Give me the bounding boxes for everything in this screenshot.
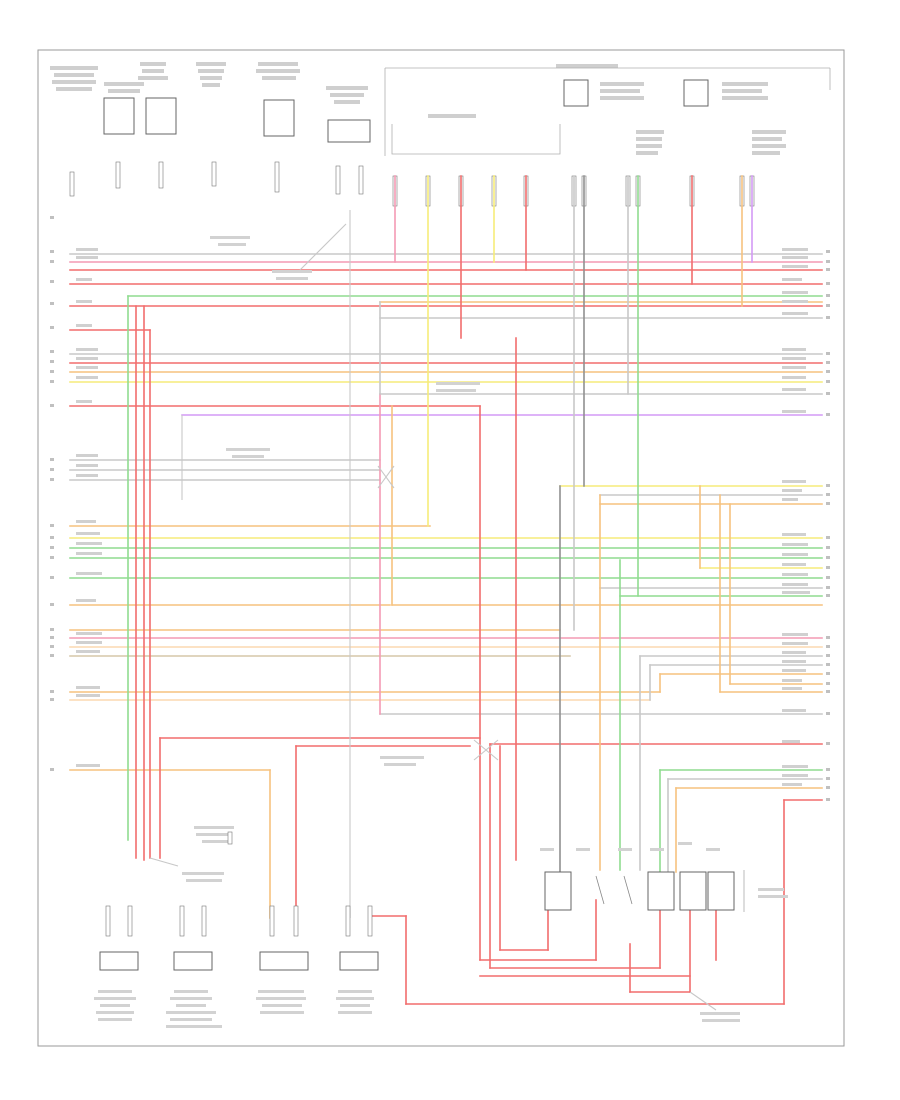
connector-component-4 [327,119,371,143]
bottom-connector-1 [99,951,139,971]
solenoid-3 [679,871,707,911]
vertical-wires [127,175,785,1005]
transmission-switch-1 [563,79,589,107]
transmission-switch-2 [683,79,709,107]
solenoid-4 [707,871,735,911]
switch-group-bracket [391,124,561,155]
top-terminal-pins [69,161,755,207]
sensor-component-1 [103,97,135,135]
left-wire-labels [76,248,102,767]
top-component-labels [50,62,786,155]
bottom-connector-3 [259,951,309,971]
bottom-component-labels [94,990,374,1028]
solenoid-2 [647,871,675,911]
switch-component-3 [263,99,295,137]
bottom-components [99,831,788,971]
diagram-border [37,49,845,1047]
right-circuit-markers [826,250,830,801]
bottom-connector-2 [173,951,213,971]
bottom-connector-4 [339,951,379,971]
left-circuit-markers [50,216,54,771]
splice-callout-labels [182,236,740,1022]
right-wire-labels [782,248,810,786]
solenoid-1 [544,871,572,911]
sensor-component-2 [145,97,177,135]
splice-diagonals [149,223,717,1011]
top-components [103,67,831,156]
horizontal-wires [69,253,823,801]
